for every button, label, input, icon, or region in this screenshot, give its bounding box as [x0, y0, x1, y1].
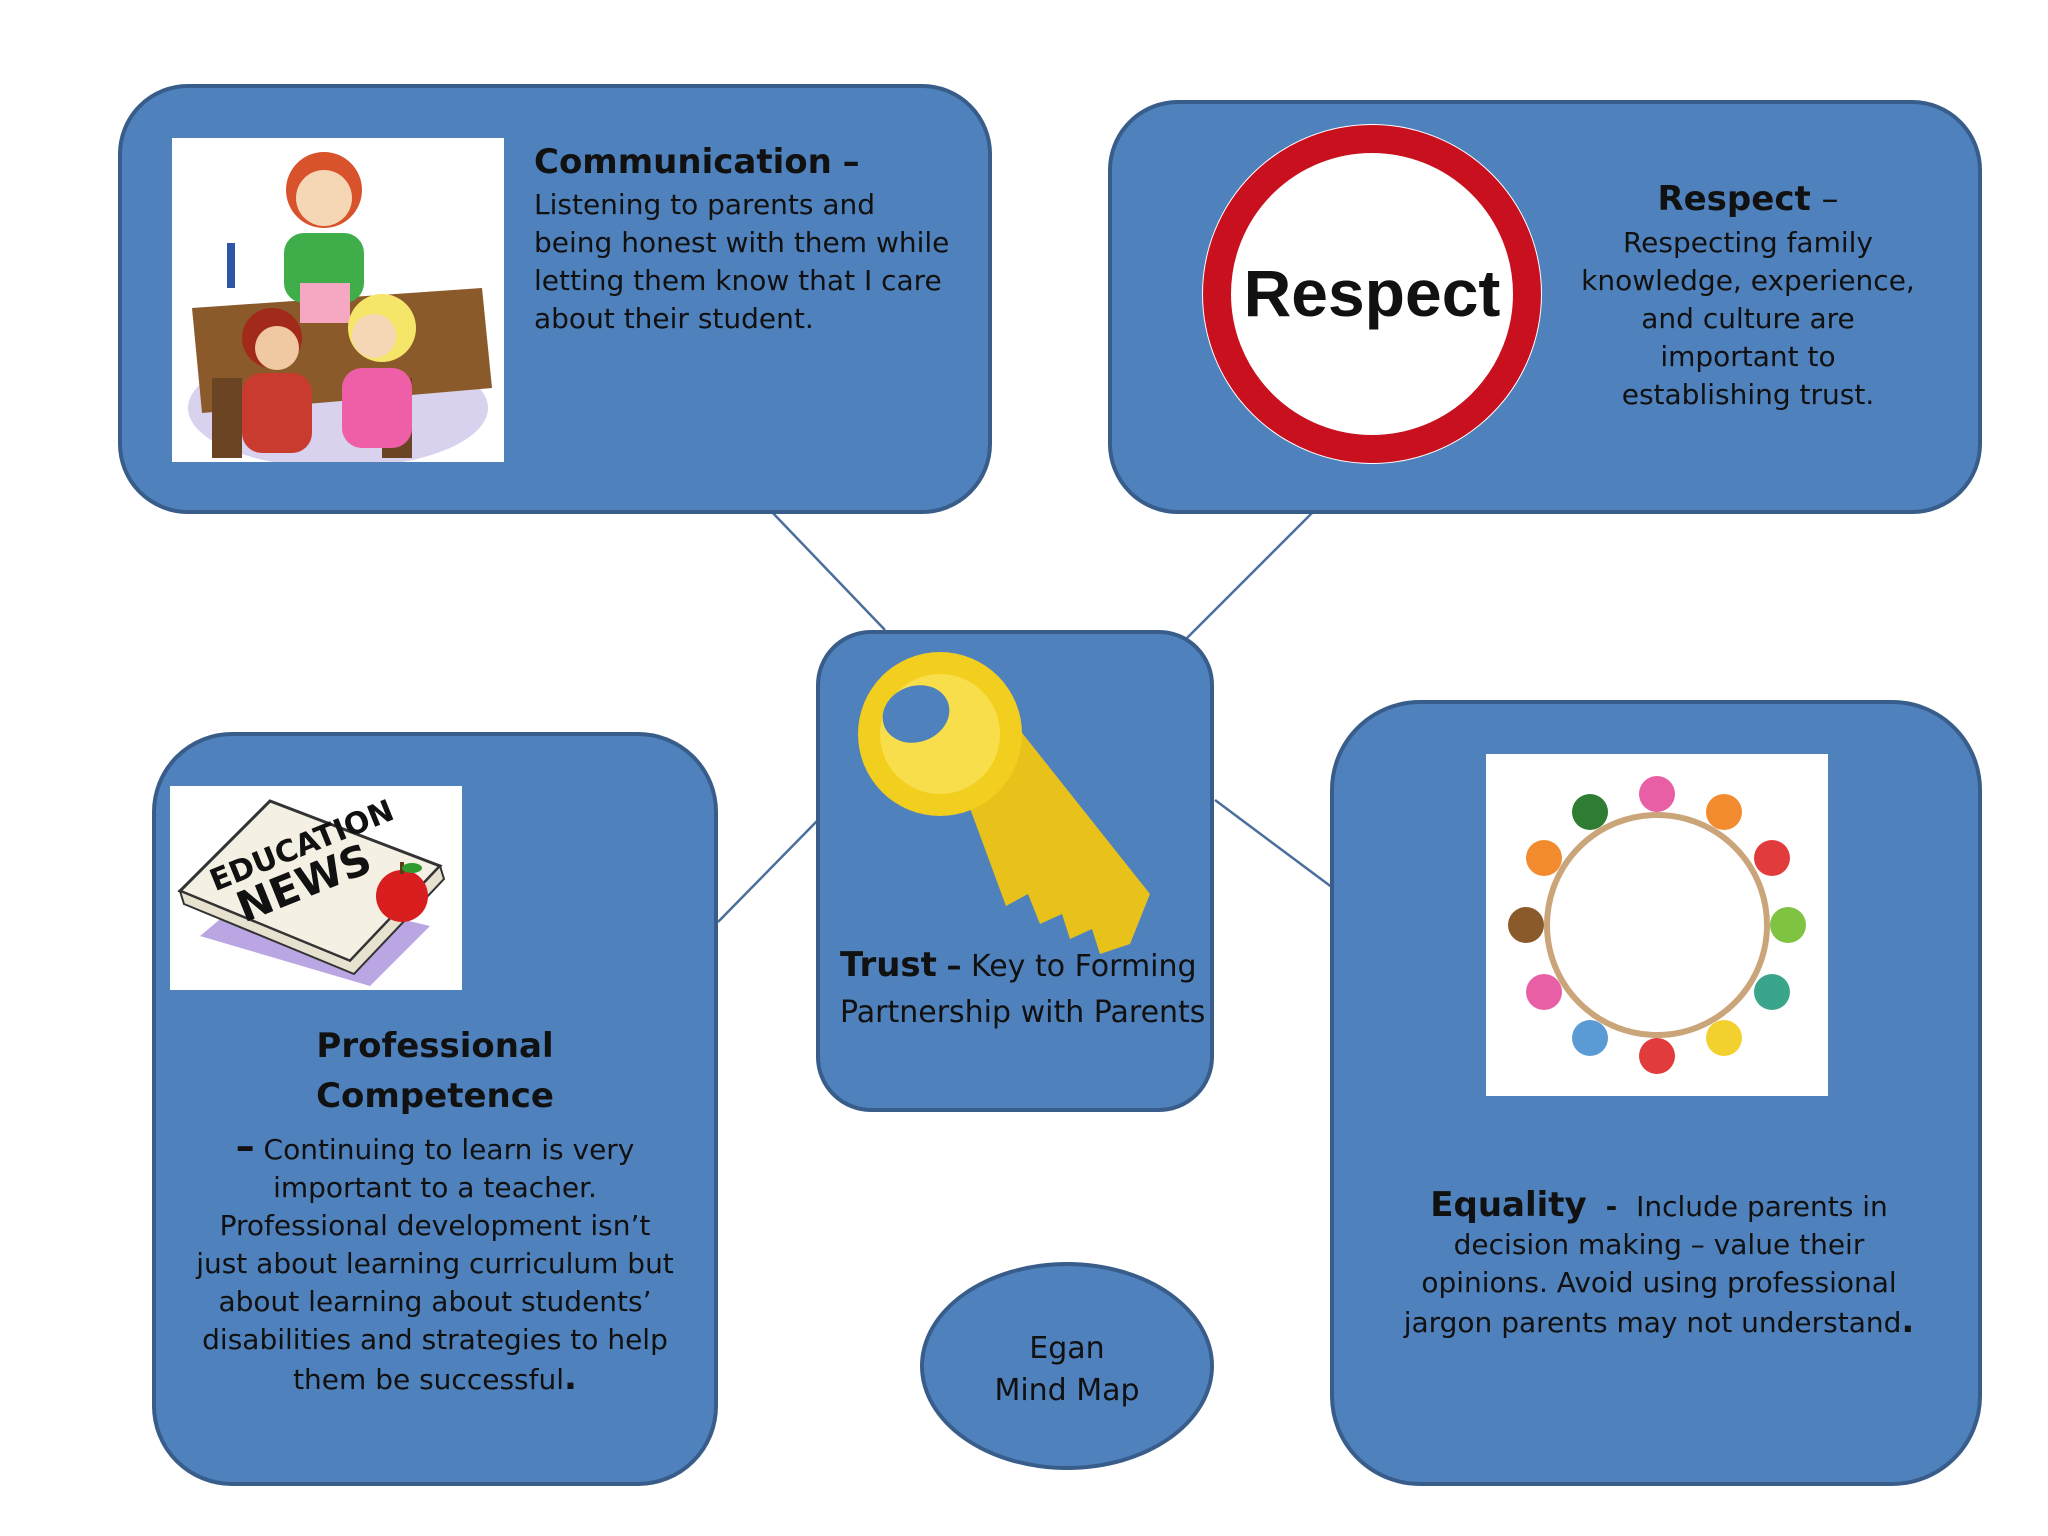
mind-map-label: Egan Mind Map	[920, 1262, 1214, 1470]
communication-dash: –	[842, 142, 860, 182]
respect-sign-text: Respect	[1244, 256, 1501, 330]
equality-end: .	[1901, 1301, 1915, 1341]
communication-body: Listening to parents and being honest wi…	[534, 188, 950, 335]
professional-competence-text: Professional Competence – Continuing to …	[196, 1021, 674, 1399]
professional-competence-image: EDUCATION NEWS	[170, 786, 462, 990]
child-figures	[1508, 776, 1806, 1074]
professional-competence-dash: –	[235, 1124, 255, 1168]
professional-competence-title: Professional Competence	[316, 1026, 554, 1116]
connector-professional-competence	[717, 819, 819, 923]
respect-dash: –	[1821, 179, 1839, 219]
equality-title: Equality	[1430, 1185, 1587, 1225]
equality-image	[1486, 754, 1828, 1096]
equality-text: Equality - Include parents in decision m…	[1394, 1186, 1924, 1342]
equality-dash: -	[1605, 1190, 1618, 1223]
connector-respect	[1184, 509, 1316, 641]
communication-text: Communication – Listening to parents and…	[534, 138, 954, 338]
label-line1: Egan	[1029, 1331, 1105, 1366]
respect-title: Respect	[1657, 179, 1811, 219]
trust-text: Trust – Key to Forming Partnership with …	[840, 942, 1210, 1036]
label-line2: Mind Map	[994, 1373, 1140, 1408]
teacher-parent-meeting-icon	[188, 152, 492, 462]
key-icon	[858, 652, 1150, 954]
communication-image	[172, 138, 504, 462]
mind-map-label-text: Egan Mind Map	[924, 1328, 1210, 1412]
connector-communication	[769, 509, 886, 631]
respect-node: Respect Respect – Respecting family know…	[1108, 100, 1982, 514]
equality-body: Include parents in decision making – val…	[1403, 1190, 1902, 1339]
trust-title: Trust	[840, 945, 937, 985]
newspaper-icon: EDUCATION NEWS	[177, 793, 446, 986]
professional-competence-body: Continuing to learn is very important to…	[196, 1133, 674, 1396]
professional-competence-node: EDUCATION NEWS Professional Competence –…	[152, 732, 718, 1486]
trust-line2: Partnership with Parents	[840, 995, 1206, 1030]
respect-body: Respecting family knowledge, experience,…	[1581, 226, 1915, 411]
trust-dash: –	[946, 949, 962, 984]
connector-equality	[1214, 798, 1334, 890]
children-circle-icon	[1508, 776, 1806, 1074]
professional-competence-end: .	[564, 1358, 577, 1398]
communication-node: Communication – Listening to parents and…	[118, 84, 992, 514]
trust-node: Trust – Key to Forming Partnership with …	[816, 630, 1214, 1112]
equality-node: Equality - Include parents in decision m…	[1330, 700, 1982, 1486]
trust-line1: Key to Forming	[971, 949, 1197, 984]
respect-text: Respect – Respecting family knowledge, e…	[1578, 174, 1918, 414]
communication-title: Communication	[534, 142, 832, 182]
respect-sign-icon: Respect	[1202, 124, 1542, 464]
